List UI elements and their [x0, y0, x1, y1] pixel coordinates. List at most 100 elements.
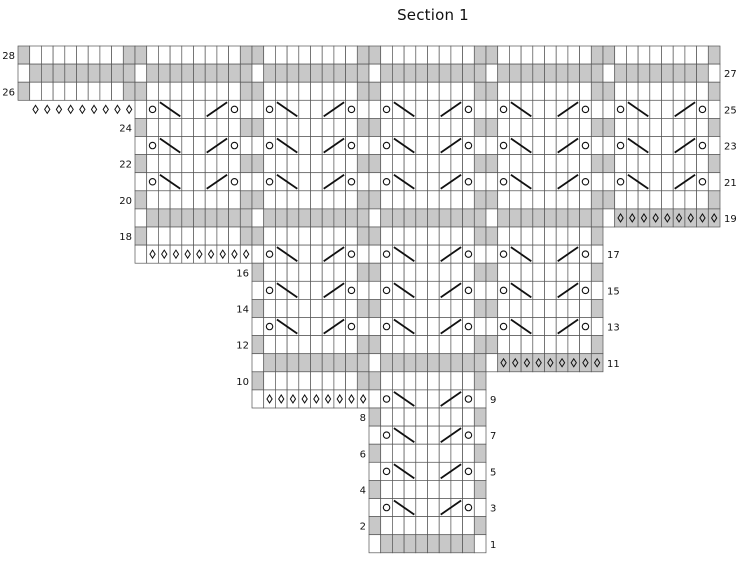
chart-cell: [392, 353, 405, 373]
chart-cell: [298, 190, 311, 210]
right-slant-decrease-symbol: [440, 391, 462, 407]
chart-cell: [403, 335, 417, 355]
yarn-over-symbol: [148, 141, 157, 150]
chart-cell: [368, 172, 382, 192]
chart-cell: [590, 136, 604, 155]
chart-cell: [99, 45, 112, 65]
chart-cell: [345, 45, 358, 65]
chart-cell: [76, 45, 89, 65]
chart-cell: [403, 154, 417, 174]
chart-cell: [497, 244, 510, 264]
chart-cell: [567, 299, 580, 318]
chart-cell: [263, 172, 276, 192]
chart-cell: [380, 443, 393, 463]
chart-cell: [532, 99, 545, 119]
chart-cell: [368, 81, 382, 101]
chart-cell: [298, 226, 311, 246]
diamond-symbol: [44, 104, 51, 115]
yarn-over-symbol: [382, 467, 391, 476]
chart-cell: [204, 208, 218, 228]
chart-cell: [567, 81, 580, 101]
chart-cell: [286, 190, 300, 210]
chart-cell: [368, 353, 382, 373]
chart-cell: [555, 226, 569, 246]
chart-cell: [672, 81, 686, 101]
chart-cell: [64, 63, 77, 83]
chart-cell: [263, 353, 276, 373]
chart-title: Section 1: [397, 6, 469, 24]
chart-cell: [485, 335, 499, 355]
chart-cell: [263, 190, 276, 210]
chart-cell: [356, 45, 370, 65]
chart-cell: [450, 63, 463, 83]
chart-cell: [345, 172, 358, 192]
chart-cell: [310, 280, 323, 300]
chart-cell: [590, 190, 604, 210]
chart-cell: [251, 208, 265, 228]
yarn-over-symbol: [265, 286, 274, 295]
chart-cell: [368, 154, 382, 174]
chart-cell: [438, 118, 452, 137]
diamond-symbol: [582, 357, 589, 368]
chart-cell: [415, 63, 428, 83]
chart-cell: [696, 190, 709, 210]
row-number-label: 7: [490, 431, 496, 442]
chart-cell: [111, 63, 124, 83]
chart-cell: [684, 154, 697, 174]
chart-cell: [473, 172, 487, 192]
chart-cell: [345, 335, 358, 355]
chart-cell: [181, 172, 194, 192]
chart-cell: [333, 208, 346, 228]
chart-cell: [637, 154, 651, 174]
chart-cell: [380, 226, 393, 246]
chart-cell: [181, 99, 194, 119]
chart-cell: [368, 244, 382, 264]
row-number-label: 15: [607, 286, 620, 297]
chart-cell: [579, 63, 592, 83]
chart-cell: [239, 99, 253, 119]
chart-cell: [520, 353, 534, 373]
chart-cell: [462, 534, 475, 554]
chart-cell: [696, 45, 709, 65]
chart-cell: [356, 99, 370, 119]
diamond-symbol: [640, 213, 648, 223]
chart-cell: [473, 335, 487, 355]
chart-cell: [146, 172, 159, 192]
chart-cell: [649, 190, 662, 210]
chart-cell: [263, 99, 276, 119]
chart-cell: [532, 63, 545, 83]
yarn-over-symbol: [265, 178, 274, 186]
left-slant-decrease-symbol: [159, 173, 181, 190]
chart-cell: [462, 317, 475, 336]
chart-cell: [286, 353, 300, 373]
chart-cell: [345, 317, 358, 336]
chart-cell: [427, 118, 440, 137]
chart-cell: [41, 63, 54, 83]
chart-cell: [368, 461, 382, 481]
chart-cell: [321, 45, 335, 65]
chart-cell: [427, 480, 440, 499]
chart-cell: [626, 81, 639, 101]
chart-cell: [485, 280, 499, 300]
chart-cell: [368, 371, 382, 391]
chart-cell: [707, 118, 721, 137]
chart-cell: [485, 317, 499, 336]
chart-cell: [579, 299, 592, 318]
chart-cell: [462, 407, 475, 427]
right-slant-decrease-symbol: [323, 318, 345, 335]
chart-cell: [567, 63, 580, 83]
diamond-symbol: [266, 394, 273, 404]
chart-cell: [403, 208, 417, 228]
chart-cell: [333, 371, 346, 391]
chart-cell: [392, 335, 405, 355]
chart-cell: [380, 425, 393, 445]
chart-cell: [146, 190, 159, 210]
chart-cell: [380, 299, 393, 318]
chart-cell: [134, 226, 148, 246]
chart-cell: [579, 45, 592, 65]
chart-cell: [239, 226, 253, 246]
chart-cell: [263, 280, 276, 300]
chart-cell: [661, 172, 674, 192]
chart-cell: [637, 118, 651, 137]
chart-cell: [368, 280, 382, 300]
